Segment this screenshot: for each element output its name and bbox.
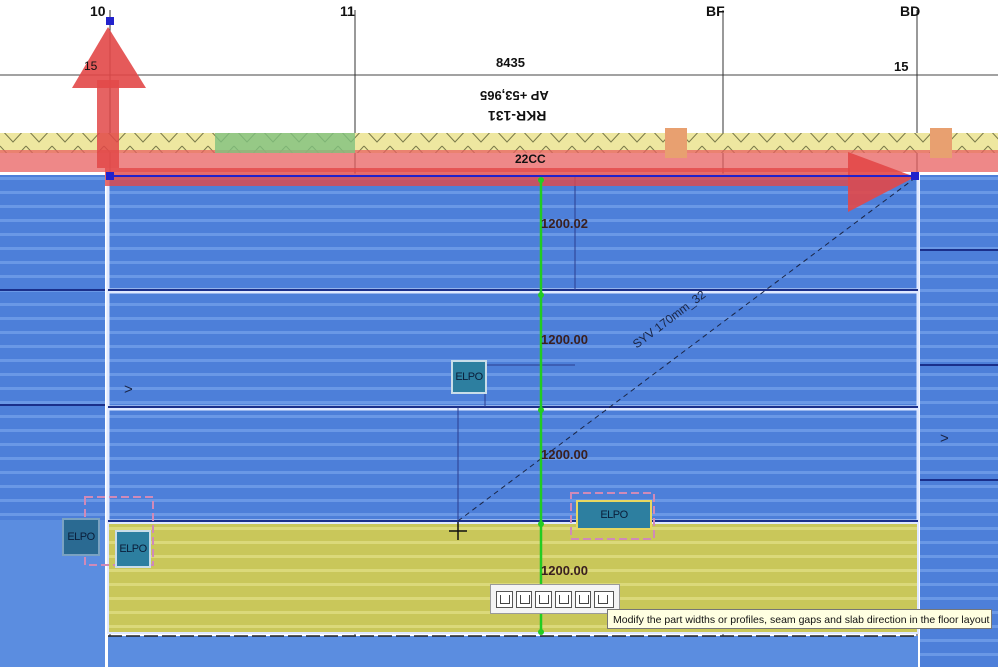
floor-layout-toolbar: [490, 584, 620, 614]
slab-mark: RKR-131: [488, 108, 547, 124]
embed-part[interactable]: ELPO: [115, 530, 151, 568]
copy-icon[interactable]: [574, 590, 592, 608]
arrow-up-head: [72, 27, 146, 88]
panel-width-label: 1200.00: [541, 447, 588, 462]
grid-axis-label: BD: [900, 3, 921, 19]
side-panel-left: [0, 175, 105, 520]
embed-part[interactable]: ELPO: [576, 500, 652, 530]
grid-axis-label: 10: [90, 3, 106, 19]
side-panel-right: [920, 175, 998, 667]
connection-plate: [930, 128, 952, 158]
slab-direction-icon[interactable]: [555, 590, 572, 608]
direction-arrow-icon: >: [124, 381, 133, 398]
direction-arrow-icon: >: [940, 430, 949, 447]
slab-panel-below: [108, 636, 918, 667]
grid-axis-label: 11: [340, 3, 355, 19]
slab-elevation: AP +53,965: [480, 88, 549, 103]
beam-segment: [215, 133, 355, 153]
handle-start[interactable]: [106, 172, 114, 180]
arrow-up-shaft: [97, 80, 119, 168]
beam-mark: 22CC: [515, 152, 546, 166]
embed-part[interactable]: ELPO: [451, 360, 487, 394]
embed-part[interactable]: ELPO: [62, 518, 100, 556]
slab-panel-3: [106, 407, 920, 523]
arrow-right-head: [848, 152, 915, 212]
slab-panel-2: [106, 290, 920, 409]
panel-width-label: 1200.02: [541, 216, 588, 231]
beam-selection: [0, 150, 998, 172]
tooltip: Modify the part widths or profiles, seam…: [607, 609, 992, 629]
section-marker: 15: [84, 59, 98, 73]
handle-end[interactable]: [911, 172, 919, 180]
connection-plate: [665, 128, 687, 158]
slab-panel-1: [106, 173, 920, 292]
grid-axis-label: BF: [706, 3, 725, 19]
handle-top[interactable]: [106, 17, 114, 25]
floor-layout-icon[interactable]: [594, 590, 614, 608]
section-marker: 15: [894, 59, 909, 74]
panel-width-label: 1200.00: [541, 332, 588, 347]
seam-gap-icon[interactable]: [535, 590, 553, 608]
profile-icon[interactable]: [515, 590, 533, 608]
panel-width-label: 1200.00: [541, 563, 588, 578]
overall-dimension: 8435: [496, 55, 525, 70]
width-icon[interactable]: [496, 590, 513, 608]
